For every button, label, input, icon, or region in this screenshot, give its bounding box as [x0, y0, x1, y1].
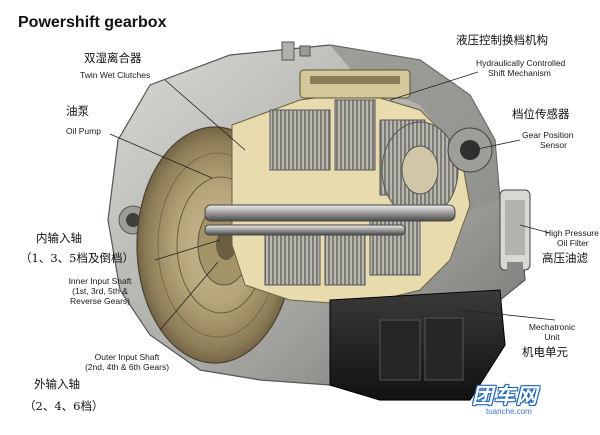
label-mechatronic-en-1: Mechatronic: [528, 322, 576, 332]
upper-gear-stack: [269, 109, 331, 171]
watermark: 团车网 tuanche.com: [468, 380, 588, 420]
label-gear-position-sensor-en-1: Gear Position: [522, 130, 574, 140]
breather-fitting: [281, 41, 295, 61]
lower-gear-stack: [264, 229, 321, 286]
label-outer-input-shaft-zh-1: 外输入轴: [34, 377, 80, 391]
label-oil-pump-zh: 油泵: [66, 104, 89, 118]
leader-lines: [109, 71, 556, 331]
label-hydraulic-shift-en-2: Shift Mechanism: [488, 68, 551, 78]
page-title: Powershift gearbox: [18, 14, 167, 31]
label-inner-input-shaft-en-3: Reverse Gears): [70, 296, 130, 306]
rear-casing: [330, 45, 500, 210]
watermark-logo-text: 团车网: [472, 384, 538, 408]
label-outer-input-shaft-en-2: (2nd, 4th & 6th Gears): [84, 362, 170, 372]
label-oil-filter-en-1: High Pressure: [545, 228, 599, 238]
label-oil-pump-en: Oil Pump: [66, 126, 101, 136]
label-inner-input-shaft-en-1: Inner Input Shaft: [68, 276, 132, 286]
label-gear-position-sensor-en-2: Sensor: [540, 140, 567, 150]
label-mechatronic-en-2: Unit: [544, 332, 560, 342]
label-outer-input-shaft-zh-2: （2、4、6档）: [24, 399, 104, 413]
label-inner-input-shaft-zh-2: （1、3、5档及倒档）: [20, 251, 134, 265]
label-mechatronic-zh: 机电单元: [522, 345, 568, 359]
label-oil-filter-en-2: Oil Filter: [557, 238, 589, 248]
label-gear-position-sensor-zh: 档位传感器: [512, 107, 570, 121]
label-hydraulic-shift-zh: 液压控制换档机构: [456, 33, 548, 47]
label-outer-input-shaft-en-1: Outer Input Shaft: [94, 352, 160, 362]
watermark-url: tuanche.com: [486, 407, 532, 416]
label-oil-filter-zh: 高压油滤: [542, 251, 588, 265]
label-twin-wet-clutches-zh: 双湿离合器: [84, 51, 142, 65]
label-inner-input-shaft-zh-1: 内输入轴: [36, 231, 82, 245]
input-shaft: [204, 204, 456, 222]
label-hydraulic-shift-en-1: Hydraulically Controlled: [476, 58, 566, 68]
label-inner-input-shaft-en-2: (1st, 3rd, 5th &: [72, 286, 128, 296]
label-twin-wet-clutches-en: Twin Wet Clutches: [80, 70, 151, 80]
